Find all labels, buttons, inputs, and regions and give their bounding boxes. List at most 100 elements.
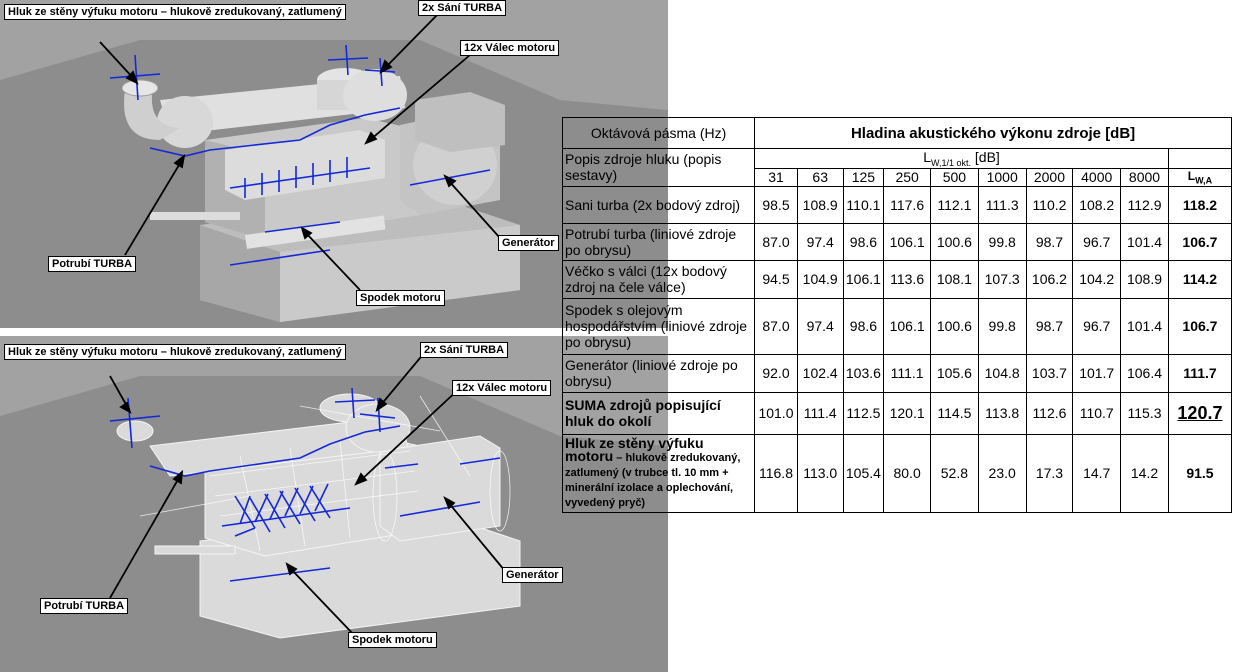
cell-value: 103.6 [842,353,885,393]
band-header-row: 31 63 125 250 500 1000 2000 4000 8000 LW… [563,167,1233,187]
cell-value: 106.1 [883,222,931,261]
callout-generator: Generátor [498,235,559,251]
lw-octave-header: LW,1/1 okt. [dB] [754,148,1169,169]
cell-value: 99.8 [977,297,1027,355]
band-header: 250 [883,167,931,187]
lw-octave-unit: [dB] [971,149,1000,165]
cell-value: 110.2 [1025,185,1074,224]
cell-value: 87.0 [754,297,798,355]
cell-value: 101.4 [1120,222,1169,261]
cell-value: 98.7 [1025,222,1074,261]
exhaust-row: Hluk ze stěny výfuku motoru – hlukově zr… [561,433,1233,513]
table-row: Potrubí turba (liniové zdroje po obrysu)… [561,222,1233,261]
cell-value: 113.8 [977,391,1027,435]
cell-value: 114.5 [930,391,979,435]
engine-model-wireframe-drawing [0,336,668,672]
cell-value: 14.2 [1120,433,1169,513]
table-title: Hladina akustického výkonu zdroje [dB] [754,117,1232,149]
cell-value: 99.8 [977,222,1027,261]
sum-total: 120.7 [1167,391,1233,435]
row-label: Potrubí turba (liniové zdroje po obrysu) [561,222,756,261]
cell-value: 108.9 [1120,259,1169,299]
cell-value: 97.4 [796,222,844,261]
exhaust-label-detail: – hlukově zredukovaný, zatlumený (v trub… [565,451,741,509]
callout-engine-base: Spodek motoru [356,290,445,306]
cell-value: 101.0 [754,391,798,435]
callout-turbo-intake-2: 2x Sání TURBA [420,342,509,358]
cell-value: 92.0 [754,353,798,393]
octave-band-header: Oktávová pásma (Hz) [561,117,756,149]
lw-octave-symbol: L [923,149,931,165]
callout-exhaust-wall-noise-2: Hluk ze stěny výfuku motoru – hlukově zr… [4,344,346,360]
lwa-header: LW,A [1167,167,1233,187]
band-header: 31 [754,167,798,187]
cell-total: 106.7 [1167,222,1233,261]
exhaust-label: Hluk ze stěny výfuku motoru – hlukově zr… [561,433,756,513]
cell-value: 94.5 [754,259,798,299]
exhaust-label-main: Hluk ze stěny výfuku motoru [565,434,704,464]
band-header: 63 [796,167,844,187]
callout-generator-2: Generátor [502,567,563,583]
cell-value: 105.4 [842,433,885,513]
cell-total: 111.7 [1167,353,1233,393]
sum-row: SUMA zdrojů popisující hluk do okolí 101… [561,391,1233,435]
row-label: Véčko s válci (12x bodový zdroj na čele … [561,259,756,299]
cell-value: 106.2 [1025,259,1074,299]
cell-value: 108.1 [930,259,979,299]
cell-value: 117.6 [883,185,931,224]
lwa-header-spacer [1167,148,1233,169]
band-header: 500 [930,167,979,187]
cell-value: 97.4 [796,297,844,355]
cell-total: 106.7 [1167,297,1233,355]
sum-label: SUMA zdrojů popisující hluk do okolí [561,391,756,435]
cell-value: 115.3 [1120,391,1169,435]
cell-value: 111.1 [883,353,931,393]
callout-turbo-piping-2: Potrubí TURBA [40,598,129,614]
cell-value: 112.6 [1025,391,1074,435]
table-row: Spodek s olejovým hospodářstvím (liniové… [561,297,1233,355]
cell-value: 80.0 [883,433,931,513]
cell-value: 98.7 [1025,297,1074,355]
cell-value: 108.9 [796,185,844,224]
cell-total: 114.2 [1167,259,1233,299]
row-label: Generátor (liniové zdroje po obrysu) [561,353,756,393]
cell-value: 111.3 [977,185,1027,224]
table-row: Generátor (liniové zdroje po obrysu) 92.… [561,353,1233,393]
cell-value: 98.5 [754,185,798,224]
cell-value: 113.6 [883,259,931,299]
callout-engine-base-2: Spodek motoru [348,632,437,648]
cell-value: 106.1 [883,297,931,355]
cell-value: 120.1 [883,391,931,435]
acoustic-power-table: Oktávová pásma (Hz) Hladina akustického … [561,117,1233,513]
cell-value: 87.0 [754,222,798,261]
cell-value: 104.2 [1072,259,1122,299]
callout-turbo-piping: Potrubí TURBA [48,256,137,272]
cell-value: 17.3 [1025,433,1074,513]
lwa-symbol: L [1187,169,1196,184]
callout-engine-cylinders: 12x Válec motoru [460,40,560,56]
cell-value: 104.8 [977,353,1027,393]
band-header: 125 [842,167,885,187]
cell-value: 52.8 [930,433,979,513]
cell-value: 96.7 [1072,297,1122,355]
cell-value: 112.5 [842,391,885,435]
cell-value: 113.0 [796,433,844,513]
cell-value: 14.7 [1072,433,1122,513]
callout-turbo-intake: 2x Sání TURBA [418,0,507,16]
cell-value: 106.1 [842,259,885,299]
cell-value: 102.4 [796,353,844,393]
cell-value: 98.6 [842,297,885,355]
cell-value: 101.4 [1120,297,1169,355]
exhaust-total: 91.5 [1167,433,1233,513]
lwa-subscript: W,A [1195,175,1213,186]
cell-value: 103.7 [1025,353,1074,393]
cell-total: 118.2 [1167,185,1233,224]
engine-model-solid-view: Hluk ze stěny výfuku motoru – hlukově zr… [0,0,668,328]
cell-value: 112.9 [1120,185,1169,224]
band-header: 4000 [1072,167,1122,187]
band-header: 2000 [1025,167,1074,187]
cell-value: 110.7 [1072,391,1122,435]
callout-engine-cylinders-2: 12x Válec motoru [452,380,552,396]
cell-value: 104.9 [796,259,844,299]
acoustic-power-table-container: Oktávová pásma (Hz) Hladina akustického … [561,117,1233,513]
